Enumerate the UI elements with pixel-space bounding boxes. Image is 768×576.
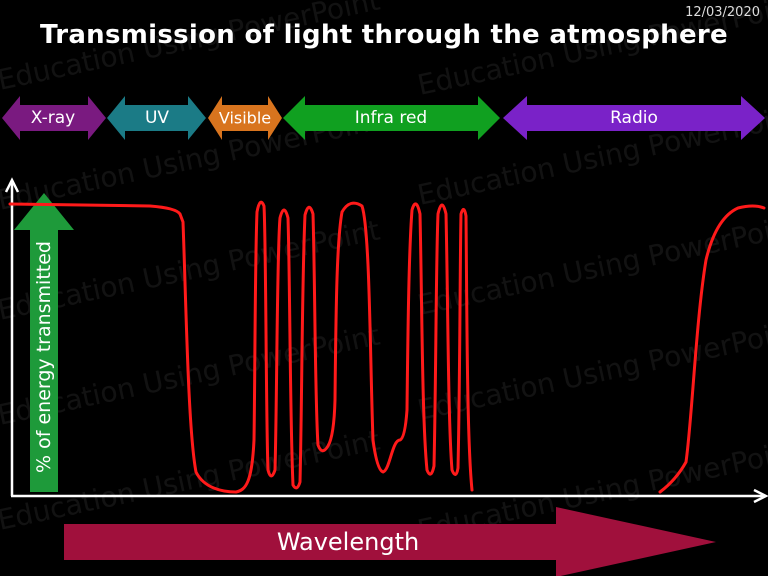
band-visible: Visible [208,96,282,140]
band-radio: Radio [503,96,765,140]
band-uv: UV [107,96,206,140]
watermark-text: Education Using PowerPoint [415,0,768,102]
watermark-layer: Education Using PowerPoint Education Usi… [0,0,768,547]
band-visible-arrow [208,96,282,140]
watermark-text: Education Using PowerPoint [0,0,383,97]
x-axis-label: Wavelength [277,528,419,556]
band-radio-arrow [503,96,765,140]
band-xray-arrow [2,96,106,140]
band-radio-label: Radio [610,108,658,128]
y-arrow-shape [14,193,74,492]
curve-right-segment [658,204,766,494]
curve-left-segment [8,200,474,494]
band-uv-label: UV [145,108,169,128]
wavelength-arrow-shape [64,507,716,576]
axes [4,177,768,504]
band-xray-label: X-ray [31,108,75,128]
band-uv-arrow [107,96,206,140]
spectrum-bands: X-ray UV Visible Infra red Radio [2,96,765,140]
band-visible-label: Visible [219,109,271,128]
band-infrared-arrow [283,96,500,140]
x-axis-arrowhead [753,488,768,504]
y-axis-label-arrow: % of energy transmitted [14,193,74,492]
band-infrared-label: Infra red [355,108,427,128]
slide-date: 12/03/2020 [685,5,760,20]
band-infrared: Infra red [283,96,500,140]
band-xray: X-ray [2,96,106,140]
transmission-curve [8,200,766,494]
slide-title: Transmission of light through the atmosp… [40,20,728,50]
y-axis-label: % of energy transmitted [33,241,55,473]
wavelength-arrow: Wavelength [64,507,716,576]
y-axis-arrowhead [4,177,20,193]
